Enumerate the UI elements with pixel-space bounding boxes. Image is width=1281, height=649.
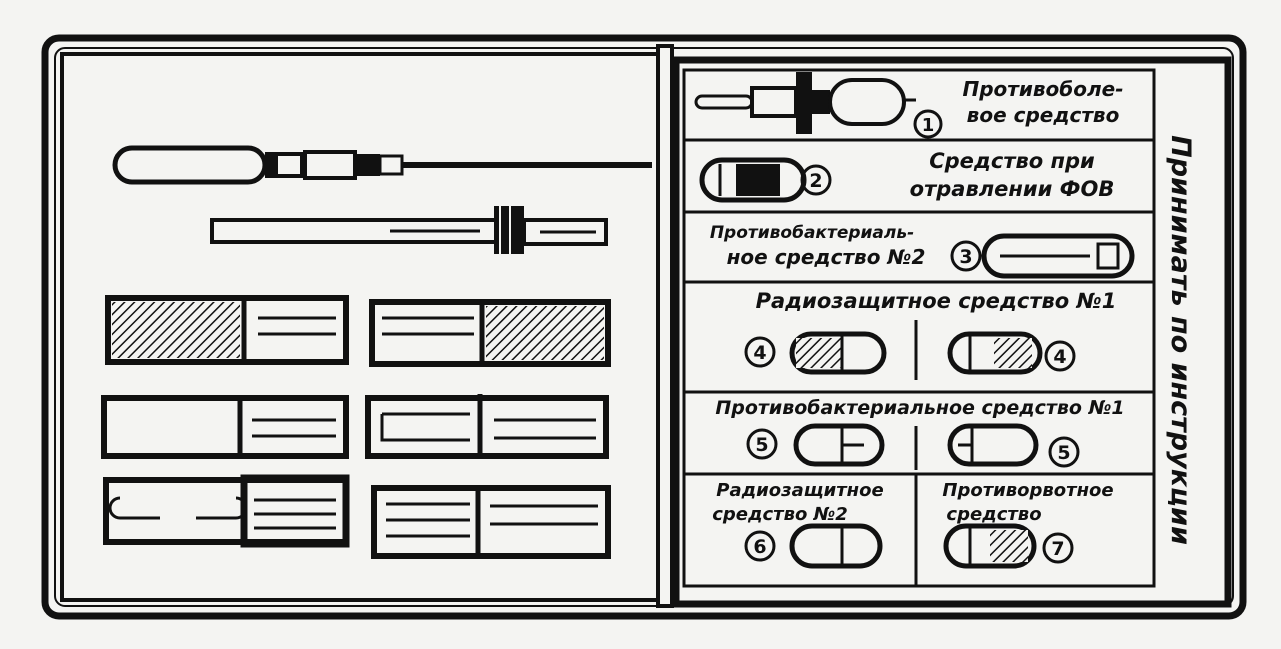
needle-cap	[210, 206, 608, 254]
pencil-case-icon	[981, 233, 1135, 279]
case-inner-outline	[54, 47, 1234, 607]
number-label: 4	[1053, 346, 1066, 368]
compartment-3: Противобактериаль- ное средство №2 3	[710, 223, 1135, 279]
number-badge	[744, 336, 776, 368]
pencil-case-1	[105, 295, 349, 365]
pencil-case-icon	[947, 423, 1039, 467]
number-badge	[1044, 340, 1076, 372]
pencil-case-2	[369, 299, 611, 367]
compartment-label-line-1: Противоболе-	[962, 77, 1123, 101]
number-badge	[913, 109, 943, 139]
compartment-1: 1 Противоболе- вое средство	[694, 72, 1124, 139]
pencil-case-icon	[943, 523, 1037, 569]
compartment-label-line-2: ное средство №2	[727, 245, 926, 269]
number-badge	[800, 164, 832, 196]
number-badge	[744, 530, 776, 562]
compartment-label-line-1: Радиозащитное	[716, 480, 883, 501]
pencil-case-icon	[789, 331, 887, 375]
compartment-2: 2 Средство при отравлении ФОВ	[699, 149, 1115, 203]
pencil-case-icon	[947, 331, 1043, 375]
number-badge	[1048, 436, 1080, 468]
pencil-case-4	[365, 394, 609, 459]
number-label: 7	[1051, 538, 1064, 560]
compartment-label: Радиозащитное средство №1	[756, 289, 1117, 313]
pencil-case-icon	[793, 423, 885, 467]
number-badge	[1042, 532, 1074, 564]
compartment-label: Противобактериальное средство №1	[715, 397, 1124, 419]
left-panel	[60, 52, 660, 602]
pencil-case-5	[103, 474, 350, 548]
number-badge	[746, 428, 778, 460]
compartment-label-line-2: отравлении ФОВ	[910, 177, 1115, 201]
case-hinge	[656, 44, 674, 608]
right-panel: Принимать по инструкции 1 Противоболе- в…	[672, 56, 1232, 608]
compartment-label-line-1: Средство при	[929, 149, 1095, 173]
syringe-tube	[112, 145, 652, 185]
pencil-case-icon	[789, 523, 883, 569]
compartment-7: Противорвотное средство 7	[942, 480, 1114, 569]
compartment-label-line-2: средство	[946, 504, 1041, 525]
number-label: 3	[959, 246, 972, 268]
number-label: 5	[755, 434, 768, 456]
pencil-case-6	[371, 485, 611, 559]
number-label: 6	[753, 536, 766, 558]
number-label: 4	[753, 342, 766, 364]
compartment-label-line-2: вое средство	[967, 103, 1120, 127]
pencil-case-3	[101, 395, 349, 459]
syringe-tube-icon	[694, 72, 916, 134]
compartment-4: Радиозащитное средство №1 4 4	[744, 289, 1117, 375]
number-label: 1	[922, 115, 935, 136]
number-badge	[950, 240, 982, 272]
compartment-5: Противобактериальное средство №1 5 5	[715, 397, 1125, 468]
number-label: 2	[809, 170, 822, 192]
compartment-label-line-1: Противорвотное	[942, 480, 1113, 501]
compartment-label-line-1: Противобактериаль-	[710, 223, 914, 243]
case-outline	[41, 34, 1247, 620]
pencil-case-icon	[699, 157, 807, 203]
number-label: 5	[1057, 442, 1070, 464]
compartment-label-line-2: средство №2	[712, 504, 848, 525]
compartment-6: Радиозащитное средство №2 6	[712, 480, 884, 569]
side-title: Принимать по инструкции	[1165, 135, 1196, 545]
